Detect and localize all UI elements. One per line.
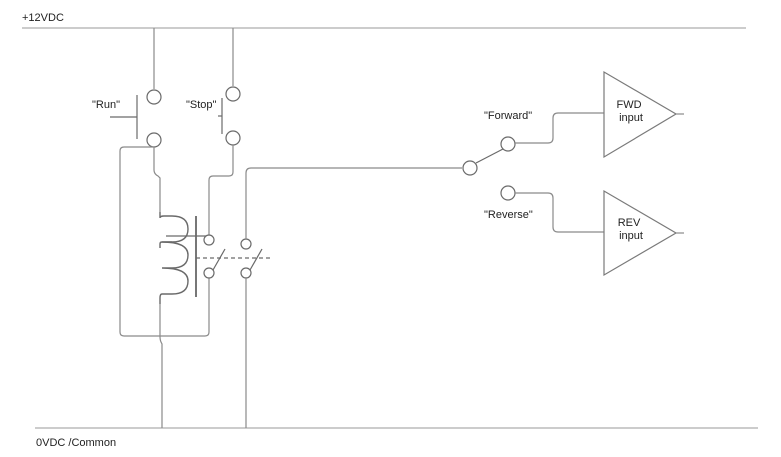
fwd-input-subtitle: input: [619, 112, 643, 124]
fwd-input-buffer: [603, 70, 684, 159]
relay-output-contact: [240, 238, 263, 279]
reverse-label: "Reverse": [484, 209, 533, 221]
rev-input-buffer: [603, 189, 684, 277]
run-to-coil-wire: [153, 147, 161, 212]
fwd-input-title: FWD: [616, 99, 641, 111]
relay-coil: [159, 212, 212, 304]
forward-to-fwd-input-wire: [515, 112, 604, 144]
latch-loop-wire: [119, 146, 210, 337]
stop-to-latch-contact-wire: [208, 145, 234, 236]
relay-output-to-selector-wire: [245, 167, 462, 239]
positive-rail-label: +12VDC: [22, 12, 64, 24]
reverse-to-rev-input-wire: [515, 192, 604, 233]
run-pushbutton: [110, 28, 162, 148]
coil-to-common-wire: [159, 304, 163, 428]
stop-pushbutton: [218, 28, 241, 146]
relay-latch-contact: [203, 234, 226, 279]
common-rail-label: 0VDC /Common: [36, 437, 116, 449]
direction-selector-switch: [462, 136, 516, 201]
stop-label: "Stop": [186, 99, 217, 111]
run-label: "Run": [92, 99, 120, 111]
rev-input-title: REV: [618, 217, 641, 229]
forward-label: "Forward": [484, 110, 532, 122]
rev-input-subtitle: input: [619, 230, 643, 242]
